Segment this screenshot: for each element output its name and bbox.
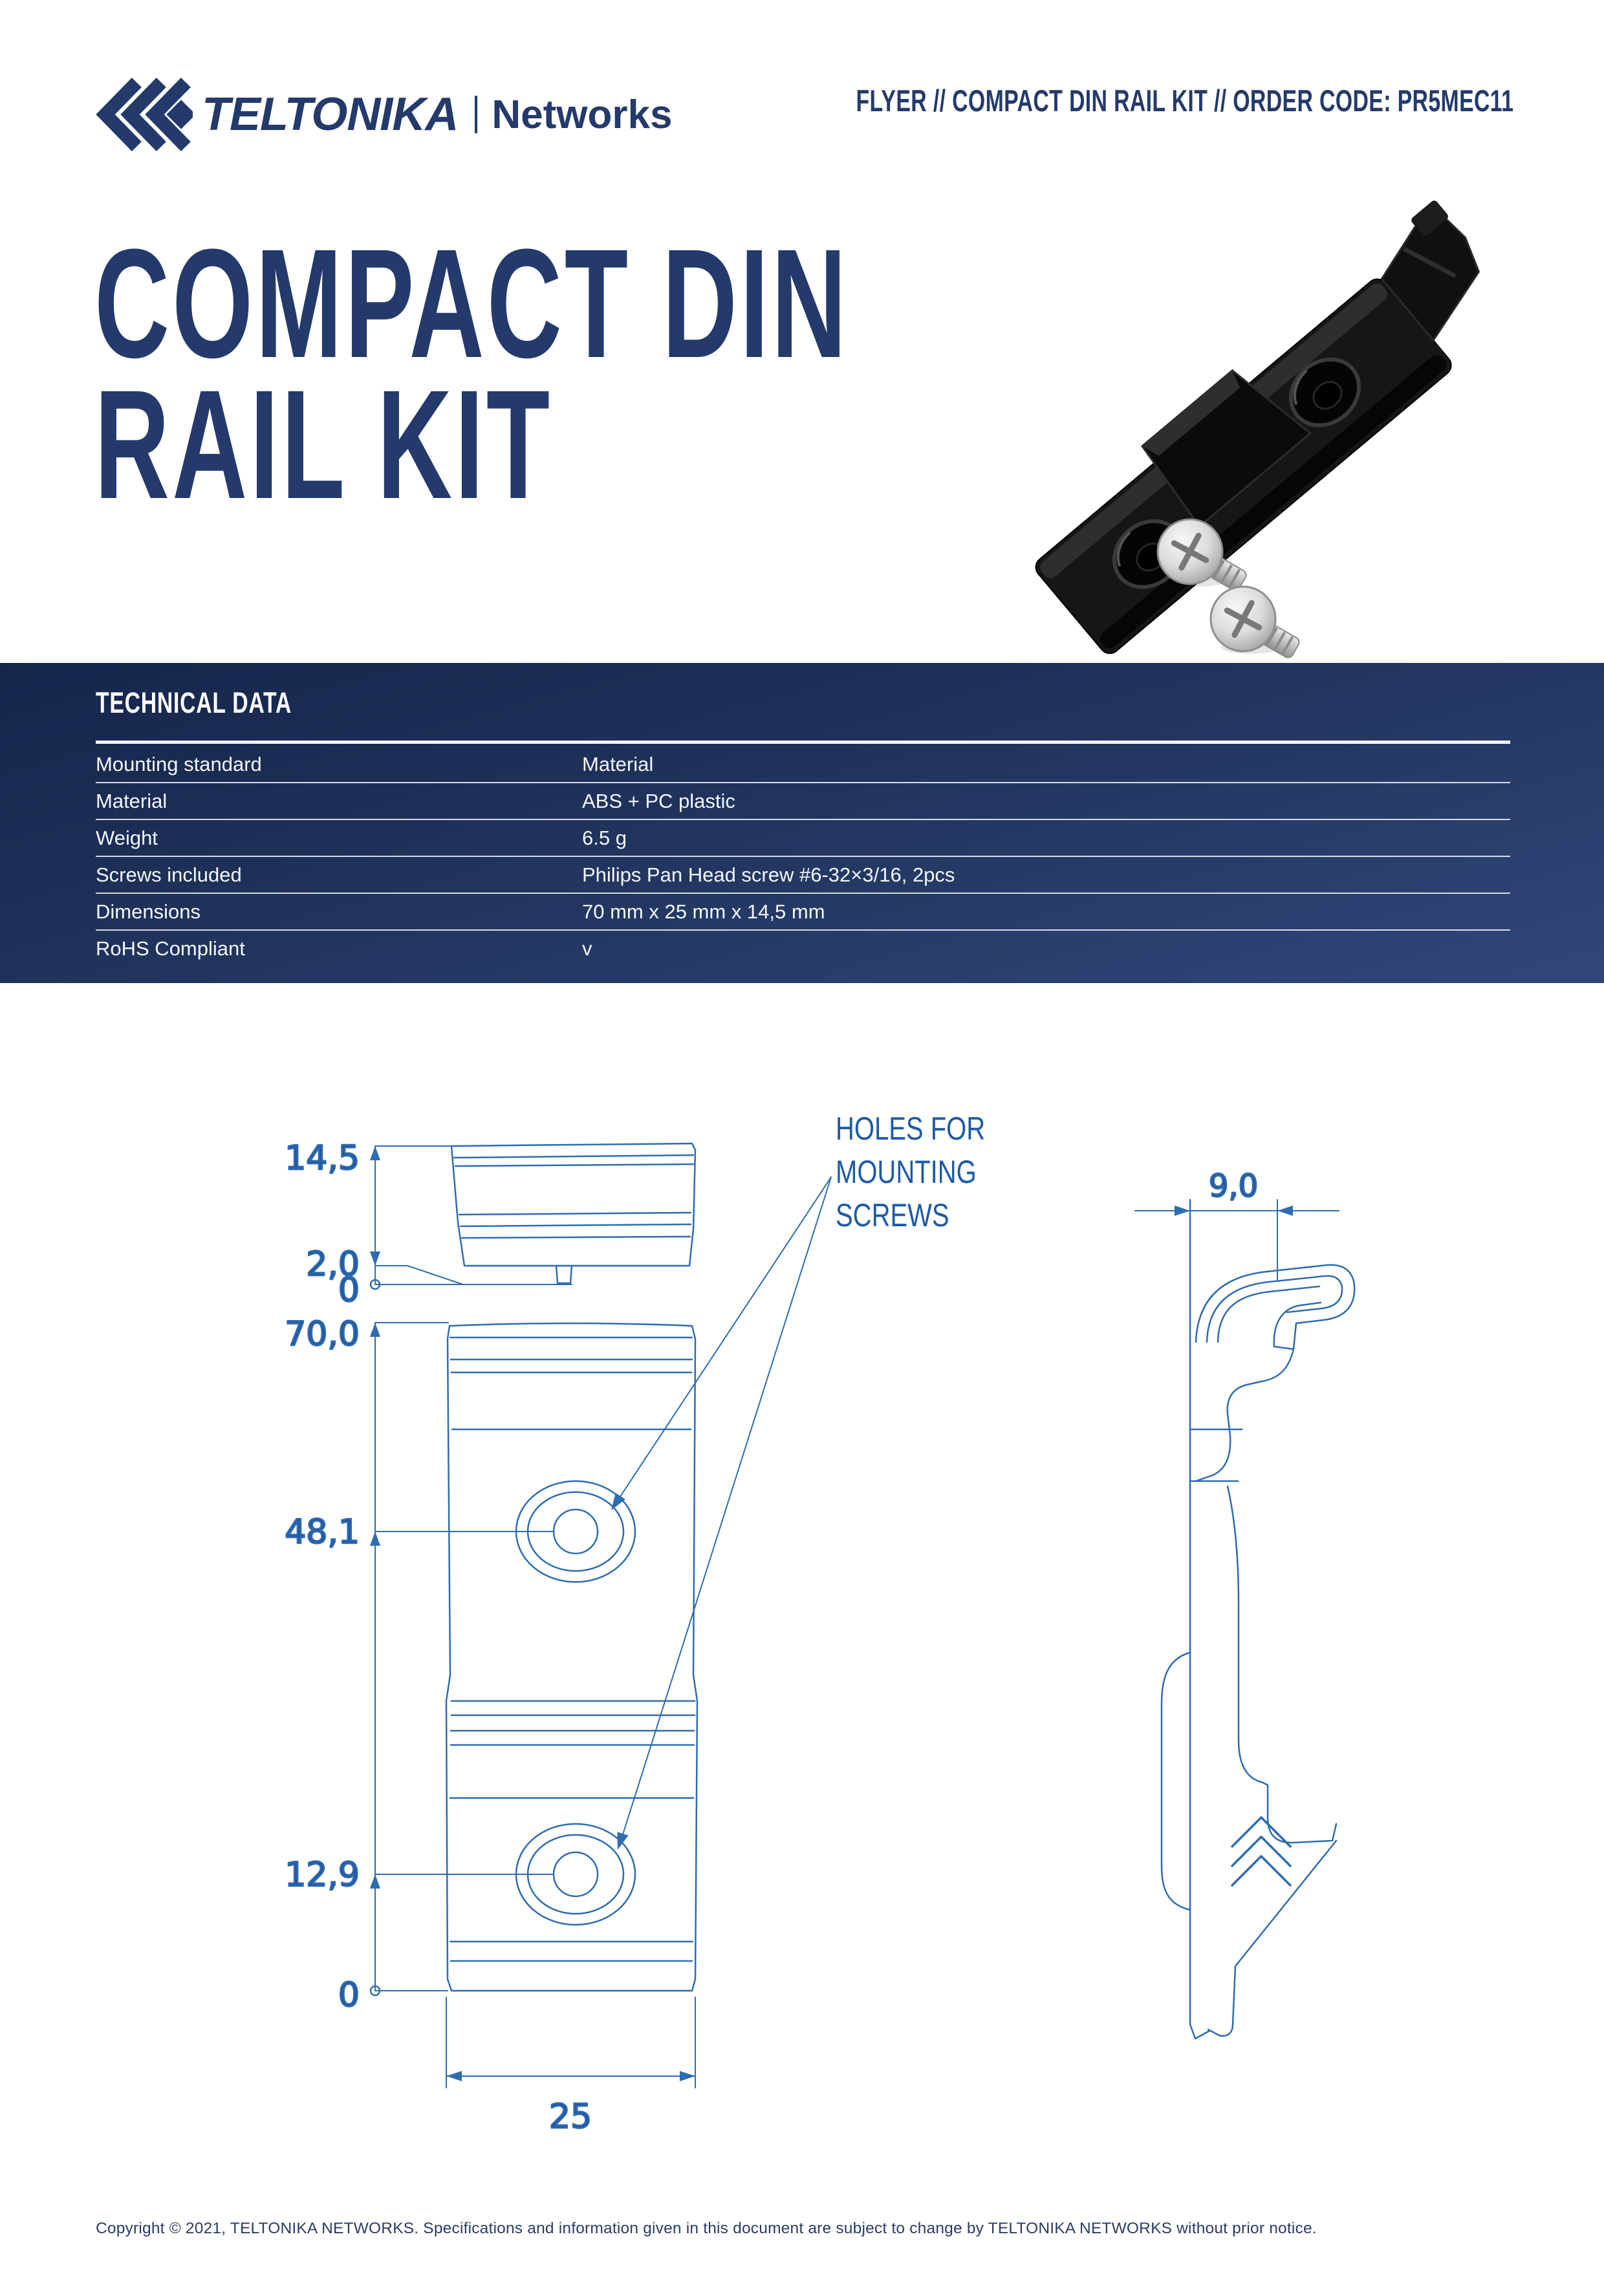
- row-value: Philips Pan Head screw #6-32×3/16, 2pcs: [582, 863, 955, 886]
- table-row: Screws included Philips Pan Head screw #…: [96, 857, 1510, 894]
- side-view-outline: [450, 1142, 697, 1284]
- profile-view-dimensions: [1134, 1199, 1339, 1281]
- row-label: Screws included: [96, 863, 242, 886]
- screw-1: [1156, 518, 1247, 591]
- table-row: Weight 6.5 g: [96, 820, 1510, 857]
- front-view-outline: [445, 1322, 699, 1992]
- heading-rule: [96, 741, 1510, 744]
- brand-name: TELTONIKA: [202, 89, 459, 140]
- row-value: ABS + PC plastic: [582, 789, 735, 812]
- row-label: Weight: [96, 826, 158, 849]
- technical-data-heading: TECHNICAL DATA: [96, 686, 292, 719]
- clip-hole-right: [1289, 357, 1361, 428]
- document-label: FLYER // COMPACT DIN RAIL KIT // ORDER C…: [856, 83, 1513, 118]
- row-value: v: [582, 937, 592, 960]
- side-view-dimensions: [369, 1145, 572, 1290]
- technical-data-section: TECHNICAL DATA Mounting standard Materia…: [0, 663, 1604, 983]
- din-clip-body: [1035, 200, 1480, 655]
- technical-drawing: 14,5 2,0 0: [284, 1138, 1356, 2137]
- teltonika-logo-icon: [96, 78, 193, 151]
- technical-data-table: Mounting standard Material Material ABS …: [96, 746, 1510, 966]
- row-value: 6.5 g: [582, 826, 627, 849]
- dim-label-side-top: 14,5: [285, 1139, 360, 1178]
- row-label: RoHS Compliant: [96, 937, 245, 960]
- dim-label-side-zero: 0: [338, 1271, 360, 1310]
- row-value: 70 mm x 25 mm x 14,5 mm: [582, 900, 825, 923]
- copyright-notice: Copyright © 2021, TELTONIKA NETWORKS. Sp…: [96, 2220, 1317, 2237]
- brand-separator: [475, 96, 478, 133]
- front-view-dimensions: [369, 1322, 696, 2088]
- table-row: Dimensions 70 mm x 25 mm x 14,5 mm: [96, 894, 1510, 931]
- dim-label-front-hole1: 48,1: [285, 1513, 360, 1552]
- page-title-line1: COMPACT DIN: [94, 217, 849, 390]
- product-photo: [1035, 200, 1480, 658]
- page-title: COMPACT DIN RAIL KIT: [94, 217, 1220, 531]
- brand-division: Networks: [492, 92, 673, 137]
- profile-view-outline: [1160, 1198, 1356, 2040]
- annotation-leader-lines: [611, 1176, 832, 1850]
- table-row: RoHS Compliant v: [96, 931, 1510, 966]
- row-label: Material: [96, 789, 168, 812]
- dim-label-front-zero: 0: [338, 1976, 360, 2015]
- table-row: Material ABS + PC plastic: [96, 783, 1510, 820]
- row-value: Material: [582, 752, 654, 775]
- dim-label-side-mid: 2,0: [306, 1245, 360, 1284]
- row-label: Dimensions: [96, 900, 200, 923]
- screw-2: [1209, 585, 1300, 658]
- row-label: Mounting standard: [96, 752, 262, 775]
- holes-annotation: HOLES FOR MOUNTING SCREWS: [836, 1110, 986, 1233]
- header: TELTONIKA Networks: [94, 72, 672, 157]
- dim-label-front-top: 70,0: [285, 1315, 360, 1354]
- dim-label-front-width: 25: [549, 2097, 592, 2136]
- page-title-line2: RAIL KIT: [94, 358, 553, 531]
- dim-label-front-hole2: 12,9: [285, 1856, 360, 1894]
- table-row: Mounting standard Material: [96, 746, 1510, 783]
- profile-chevron-mark: [1231, 1816, 1292, 1887]
- dim-label-profile-width: 9,0: [1209, 1168, 1258, 1204]
